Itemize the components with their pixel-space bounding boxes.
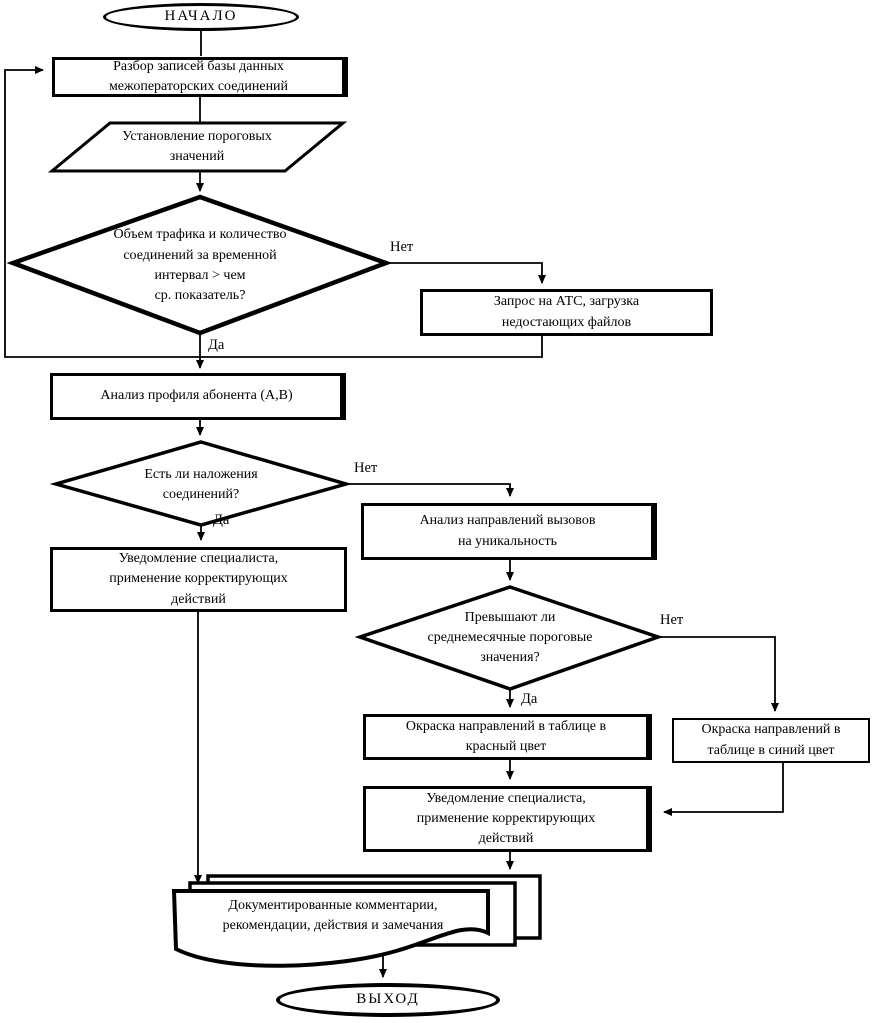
process-analyze-profile: Анализ профиля абонента (А,В) <box>50 373 346 420</box>
process-color-blue: Окраска направлений в таблице в синий цв… <box>672 718 870 763</box>
io-parallelogram-thresholds <box>47 121 348 173</box>
connectors <box>4 31 784 978</box>
process-notify-specialist-left: Уведомление специалиста, применение корр… <box>50 547 347 612</box>
process-parse-db: Разбор записей базы данных межоператорск… <box>52 57 348 97</box>
process-request-atc: Запрос на АТС, загрузка недостающих файл… <box>420 289 713 336</box>
document-comments-label: Документированные комментарии, рекоменда… <box>222 897 444 933</box>
edge-overlap-no <box>346 483 514 497</box>
edge-label-overlap-yes: Да <box>213 512 230 528</box>
document-shape-front <box>171 889 490 968</box>
process-color-red: Окраска направлений в таблице в красный … <box>363 714 652 760</box>
end-terminator: ВЫХОД <box>276 983 500 1017</box>
io-thresholds-label: Установление пороговых значений <box>122 128 272 164</box>
edge-request-feedback <box>4 66 543 358</box>
edge-traffic-no <box>386 262 546 284</box>
decision-diamond-traffic <box>6 194 393 336</box>
decision-overlap-label: Есть ли наложения соединений? <box>144 466 258 502</box>
edge-blue-notifyright <box>663 763 784 816</box>
process-analyze-directions: Анализ направлений вызовов на уникальнос… <box>361 503 657 560</box>
shape-layer <box>6 121 664 968</box>
start-terminator: НАЧАЛО <box>103 3 299 31</box>
decision-exceed-label: Превышают ли среднемесячные пороговые зн… <box>427 609 593 666</box>
process-notify-specialist-right: Уведомление специалиста, применение корр… <box>363 786 652 852</box>
edge-exceed-no <box>658 636 779 712</box>
edge-label-exceed-no: Нет <box>660 612 684 628</box>
decision-diamond-exceed <box>354 585 664 691</box>
edge-label-traffic-no: Нет <box>390 239 414 255</box>
edge-label-exceed-yes: Да <box>521 691 538 707</box>
decision-diamond-overlap <box>49 440 353 527</box>
edge-label-traffic-yes: Да <box>208 337 225 353</box>
edge-label-overlap-no: Нет <box>354 460 378 476</box>
decision-traffic-label: Объем трафика и количество соединений за… <box>113 227 287 304</box>
